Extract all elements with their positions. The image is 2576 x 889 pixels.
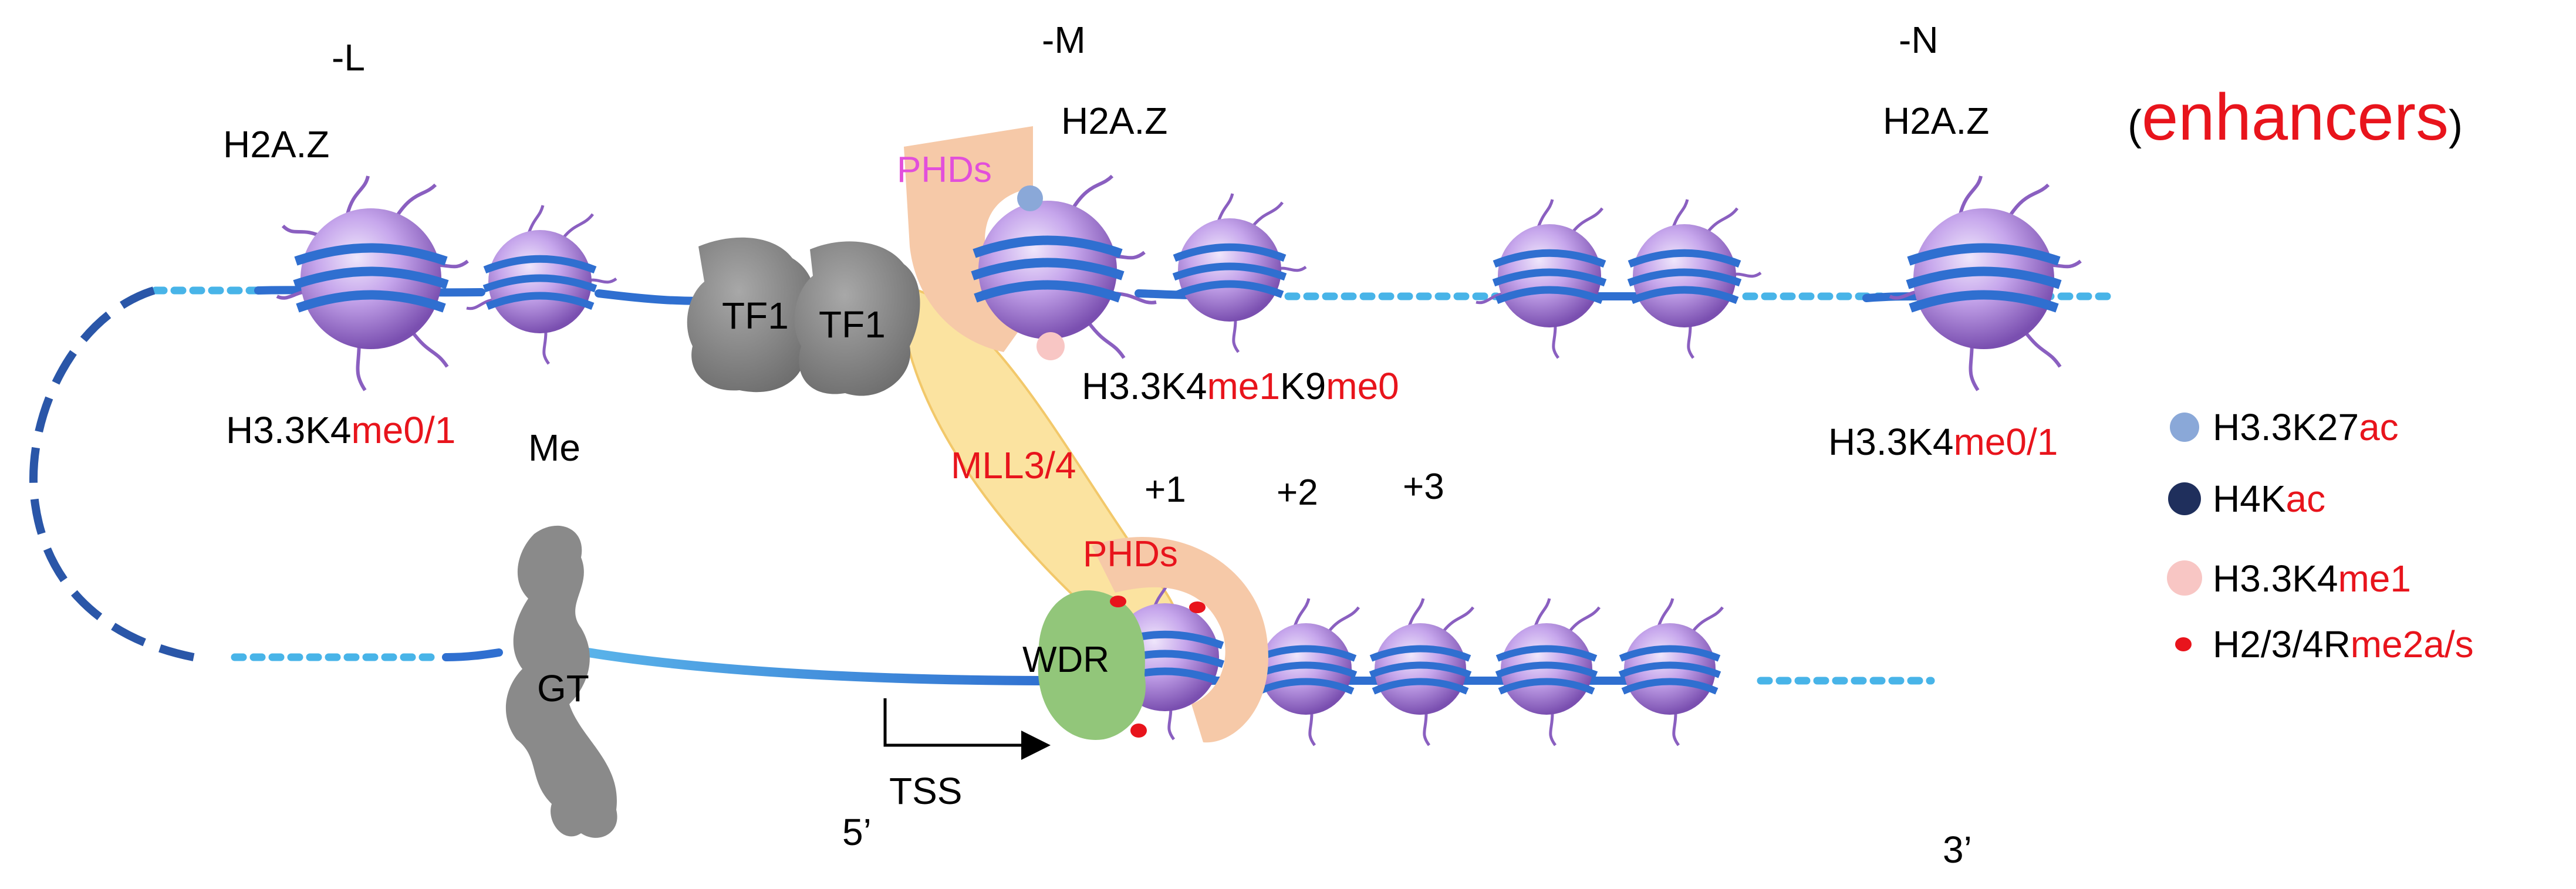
k27ac-mark-on-M <box>1017 185 1043 211</box>
tf1-pair <box>687 237 920 396</box>
lower-nucleosomes <box>1091 580 1724 746</box>
tf1-right-label: TF1 <box>819 303 886 346</box>
mll-label: MLL3/4 <box>951 444 1076 486</box>
rme-mark-2 <box>1189 601 1206 613</box>
gt-label: GT <box>537 667 589 709</box>
mark-N-label: H3.3K4me0/1 <box>1828 421 2058 463</box>
wdr-label: WDR <box>1022 640 1109 680</box>
k4me1-mark-on-M <box>1037 332 1065 360</box>
nucleosome-plus2 <box>1254 598 1360 746</box>
five-prime-label: 5’ <box>842 811 872 853</box>
legend-swatch-h4kac <box>2168 482 2201 515</box>
site-L-label: -L <box>332 36 365 79</box>
nucleosome-M <box>971 174 1157 359</box>
mark-L-label: H3.3K4me0/1 <box>226 409 455 451</box>
wdr-shape <box>1038 590 1146 740</box>
tf1-left-label: TF1 <box>722 295 789 337</box>
three-prime-label: 3’ <box>1943 829 1972 871</box>
site-N-label: -N <box>1899 19 1939 61</box>
promoter-dna <box>576 647 1061 685</box>
site-M-label: -M <box>1042 19 1086 61</box>
phds-bottom-label: PHDs <box>1083 534 1178 574</box>
dna-loop-dashed <box>29 286 195 661</box>
me-label: Me <box>528 427 580 469</box>
tss-label: TSS <box>889 770 962 812</box>
mark-M-label: H3.3K4me1K9me0 <box>1082 365 1399 407</box>
nucleosome-plus3 <box>1369 598 1474 746</box>
legend-label-h4kac: H4Kac <box>2213 478 2325 520</box>
nucleosome-mid2 <box>1627 199 1762 359</box>
position-plus3: +3 <box>1403 467 1444 507</box>
nucleosome-plus5 <box>1618 598 1724 746</box>
lower-dna-solid-left <box>442 648 503 661</box>
nucleosome-L <box>276 175 469 391</box>
legend-label-rme: H2/3/4Rme2a/s <box>2213 623 2474 665</box>
enhancers-title: (enhancers) <box>2128 80 2463 154</box>
upper-nucleosomes <box>276 174 2082 391</box>
tf1-right-shape <box>794 241 920 396</box>
position-plus2: +2 <box>1277 472 1318 513</box>
tf1-left-shape <box>687 237 816 393</box>
position-plus1: +1 <box>1144 469 1186 510</box>
text-labels: -L -M -N H2A.Z H2A.Z H2A.Z (enhancers) P… <box>223 19 2463 871</box>
legend-label-k4me1: H3.3K4me1 <box>2213 557 2411 600</box>
nucleosome-plus4 <box>1495 598 1601 746</box>
rme-mark-3 <box>1130 724 1147 738</box>
phds-bottom-shape <box>1092 537 1268 743</box>
tss-arrow <box>883 698 1051 760</box>
legend: H3.3K27ac H4Kac H3.3K4me1 H2/3/4Rme2a/s <box>2167 406 2474 665</box>
nucleosome-mid1 <box>1476 199 1607 359</box>
legend-swatch-k27ac <box>2170 413 2199 442</box>
rme-mark-1 <box>1110 596 1126 607</box>
nucleosome-L2 <box>466 205 617 365</box>
phds-top-label: PHDs <box>897 150 992 190</box>
legend-swatch-k4me1 <box>2167 560 2202 596</box>
legend-swatch-rme <box>2175 637 2192 651</box>
h2az-N-label: H2A.Z <box>1883 100 1989 142</box>
legend-label-k27ac: H3.3K27ac <box>2213 406 2399 448</box>
nucleosome-M2 <box>1172 193 1307 353</box>
h2az-L-label: H2A.Z <box>223 123 329 165</box>
gt-protein-shape <box>505 525 617 838</box>
h2az-M-label: H2A.Z <box>1061 100 1167 142</box>
nucleosome-N <box>1889 175 2082 391</box>
